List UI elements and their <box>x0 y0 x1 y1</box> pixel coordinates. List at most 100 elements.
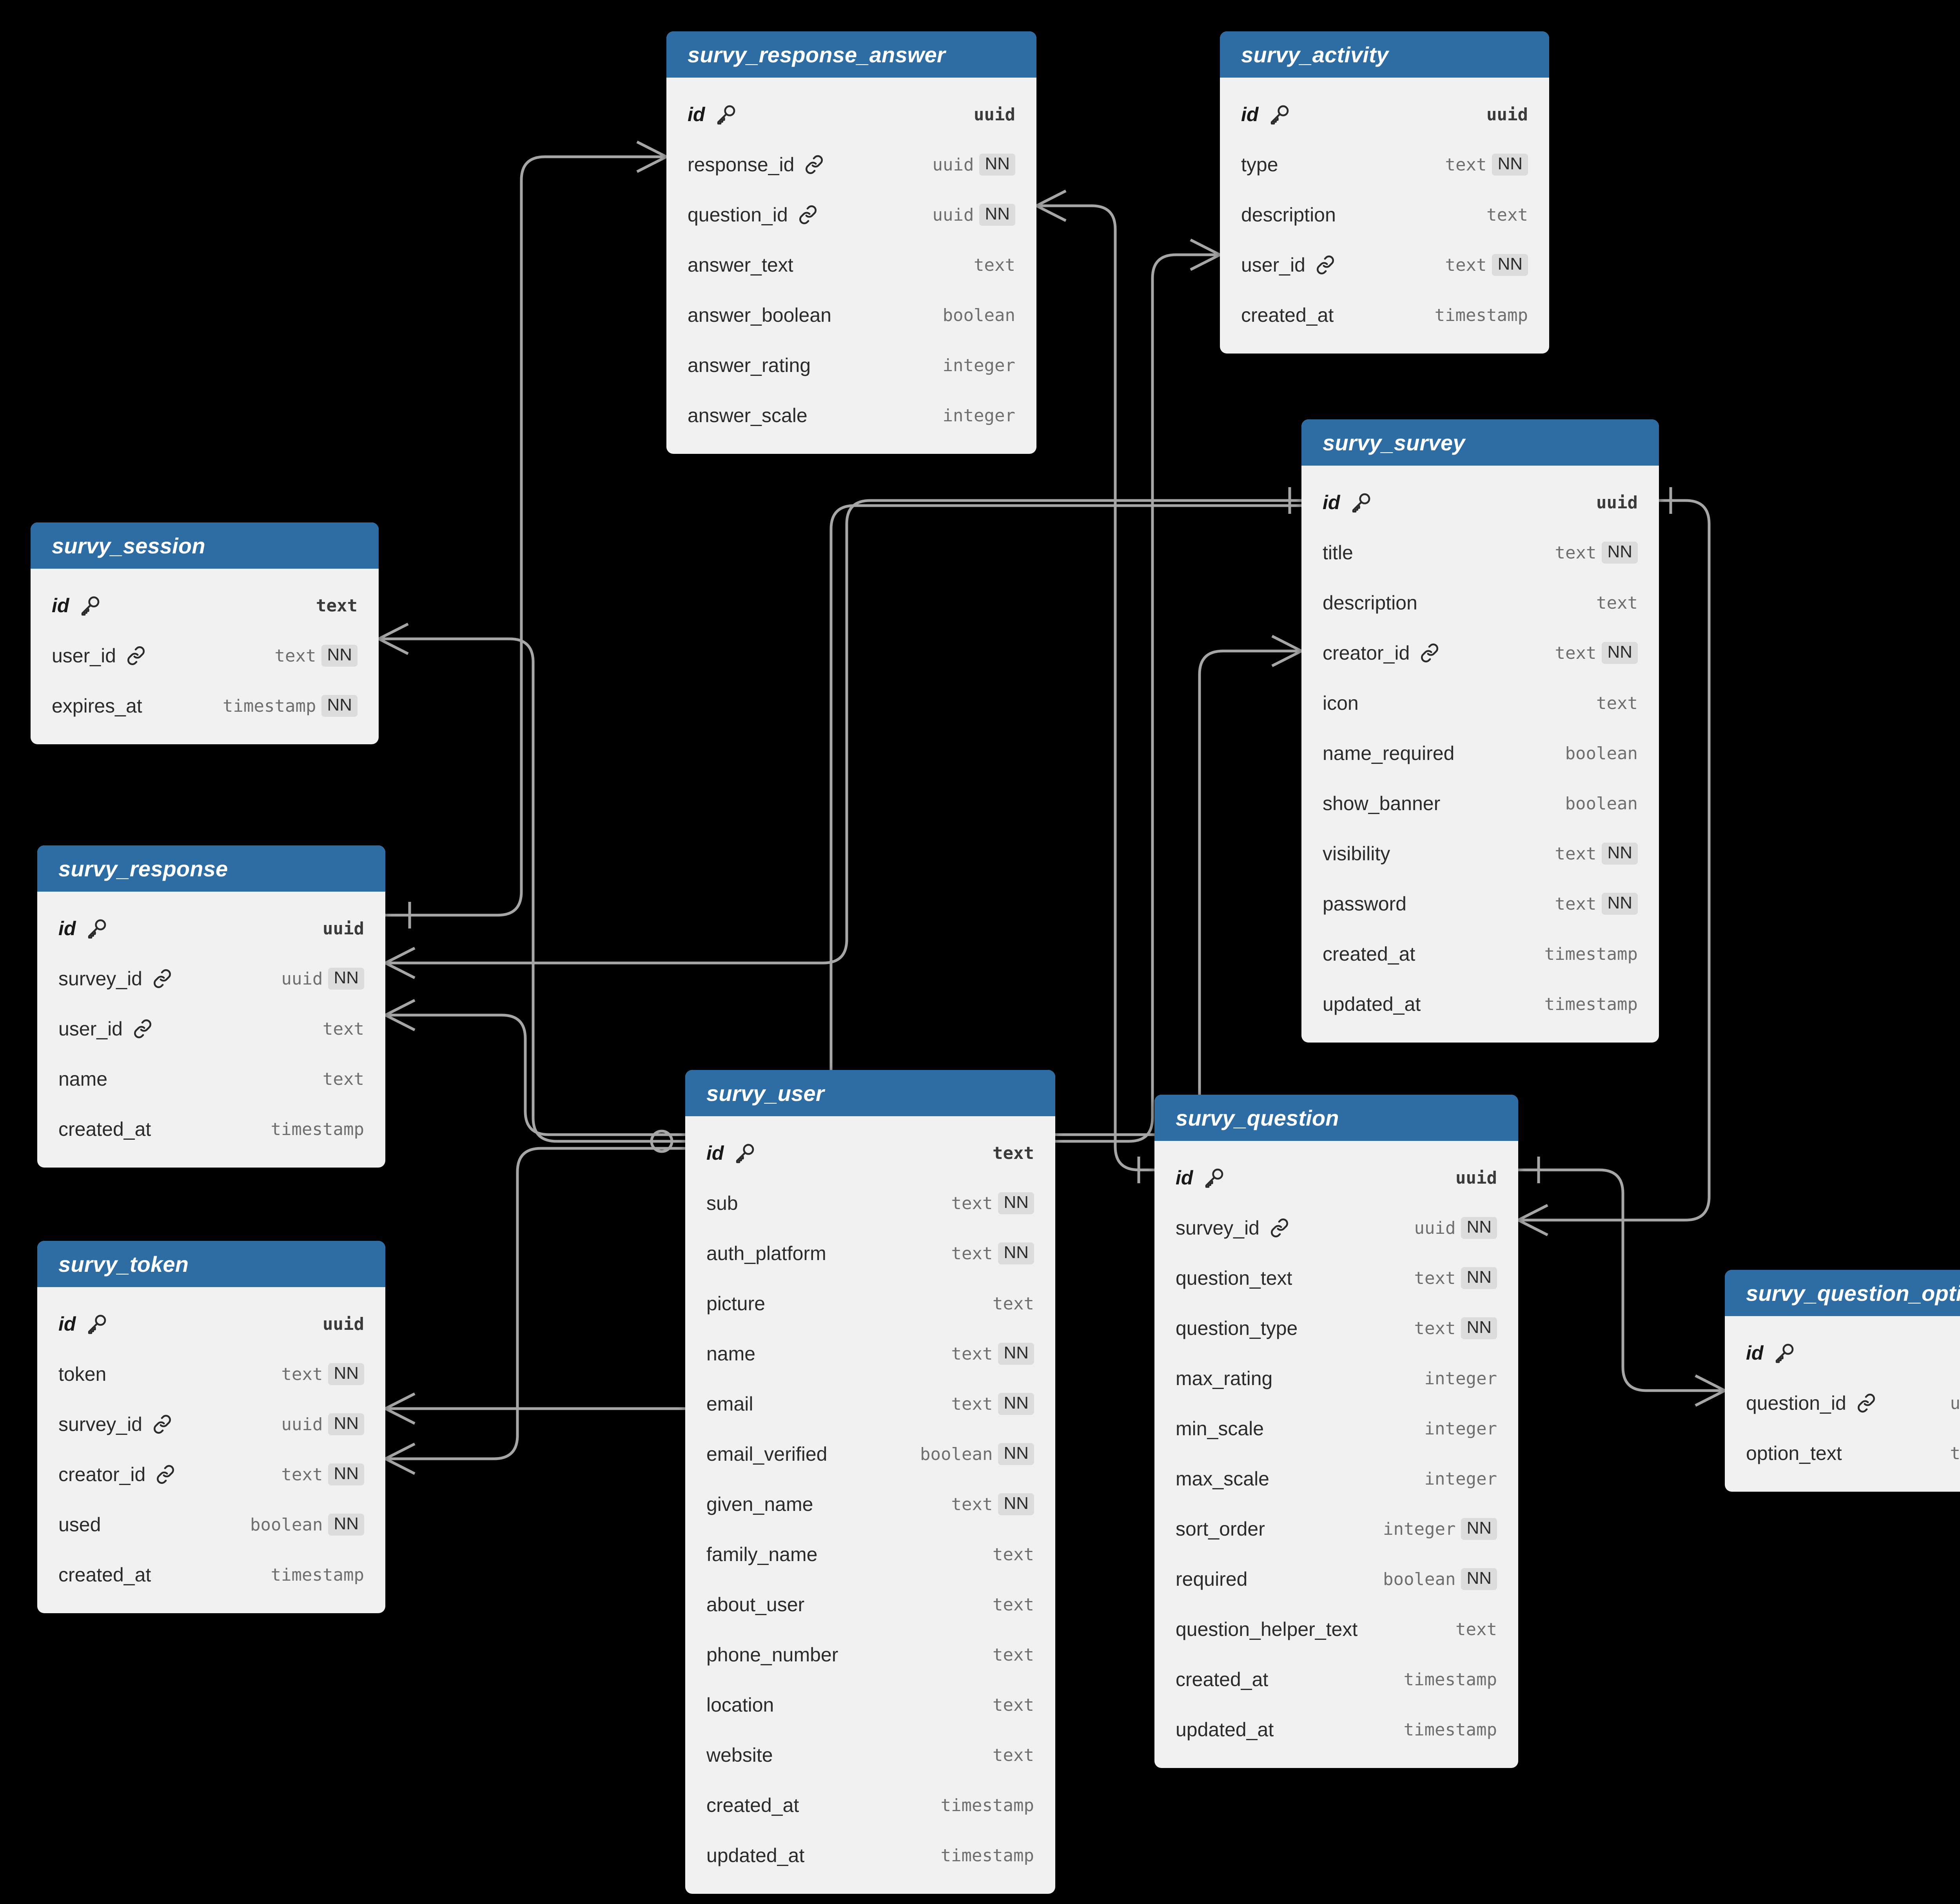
table-card-survy_question_option[interactable]: survy_question_optioniduuidquestion_iduu… <box>1725 1270 1960 1492</box>
column-row[interactable]: creator_idtextNN <box>1301 628 1659 678</box>
table-card-survy_question[interactable]: survy_questioniduuidsurvey_iduuidNNquest… <box>1154 1095 1518 1768</box>
column-meta: textNN <box>951 1242 1034 1264</box>
column-row[interactable]: updated_attimestamp <box>1301 979 1659 1029</box>
column-row[interactable]: user_idtext <box>37 1004 385 1054</box>
column-row[interactable]: iduuid <box>37 1299 385 1349</box>
table-header-survy_activity[interactable]: survy_activity <box>1220 31 1549 78</box>
column-row[interactable]: created_attimestamp <box>37 1104 385 1154</box>
column-row[interactable]: user_idtextNN <box>1220 240 1549 290</box>
column-row[interactable]: idtext <box>31 580 379 631</box>
table-header-survy_response_answer[interactable]: survy_response_answer <box>666 31 1036 78</box>
column-name-group: created_at <box>58 1118 271 1141</box>
table-header-survy_question[interactable]: survy_question <box>1154 1095 1518 1141</box>
column-row[interactable]: tokentextNN <box>37 1349 385 1399</box>
column-row[interactable]: iduuid <box>37 903 385 954</box>
column-row[interactable]: created_attimestamp <box>1154 1654 1518 1705</box>
table-header-survy_response[interactable]: survy_response <box>37 845 385 892</box>
column-meta: textNN <box>951 1493 1034 1515</box>
column-row[interactable]: updated_attimestamp <box>685 1830 1055 1880</box>
column-row[interactable]: iduuid <box>1301 477 1659 528</box>
table-card-survy_response[interactable]: survy_responseiduuidsurvey_iduuidNNuser_… <box>37 845 385 1168</box>
column-row[interactable]: question_typetextNN <box>1154 1303 1518 1353</box>
column-name-group: created_at <box>706 1794 941 1817</box>
column-row[interactable]: passwordtextNN <box>1301 879 1659 929</box>
column-row[interactable]: nametextNN <box>685 1329 1055 1379</box>
column-row[interactable]: created_attimestamp <box>37 1550 385 1600</box>
column-row[interactable]: creator_idtextNN <box>37 1449 385 1500</box>
column-row[interactable]: iduuid <box>1154 1153 1518 1203</box>
column-type: text <box>951 1193 993 1213</box>
column-row[interactable]: family_nametext <box>685 1529 1055 1579</box>
column-row[interactable]: answer_scaleinteger <box>666 390 1036 441</box>
column-row[interactable]: created_attimestamp <box>685 1780 1055 1830</box>
table-header-survy_token[interactable]: survy_token <box>37 1241 385 1287</box>
column-row[interactable]: picturetext <box>685 1278 1055 1329</box>
table-header-survy_question_option[interactable]: survy_question_option <box>1725 1270 1960 1316</box>
table-card-survy_activity[interactable]: survy_activityiduuidtypetextNNdescriptio… <box>1220 31 1549 354</box>
column-name: survey_id <box>58 967 142 990</box>
column-row[interactable]: created_attimestamp <box>1301 929 1659 979</box>
column-row[interactable]: min_scaleinteger <box>1154 1404 1518 1454</box>
column-name: max_rating <box>1176 1367 1272 1390</box>
column-row[interactable]: phone_numbertext <box>685 1630 1055 1680</box>
column-row[interactable]: question_iduuidNN <box>666 190 1036 240</box>
column-row[interactable]: answer_texttext <box>666 240 1036 290</box>
column-row[interactable]: nametext <box>37 1054 385 1104</box>
column-row[interactable]: sort_orderintegerNN <box>1154 1504 1518 1554</box>
table-header-survy_session[interactable]: survy_session <box>31 522 379 569</box>
column-row[interactable]: response_iduuidNN <box>666 140 1036 190</box>
column-row[interactable]: iduuid <box>1725 1328 1960 1378</box>
column-meta: booleanNN <box>250 1514 364 1536</box>
column-name: website <box>706 1744 773 1766</box>
column-row[interactable]: about_usertext <box>685 1579 1055 1630</box>
column-name: id <box>1176 1166 1193 1189</box>
table-card-survy_token[interactable]: survy_tokeniduuidtokentextNNsurvey_iduui… <box>37 1241 385 1613</box>
column-row[interactable]: question_helper_texttext <box>1154 1604 1518 1654</box>
column-row[interactable]: updated_attimestamp <box>1154 1705 1518 1755</box>
column-row[interactable]: descriptiontext <box>1301 578 1659 628</box>
table-columns: iduuidtitletextNNdescriptiontextcreator_… <box>1301 466 1659 1043</box>
column-row[interactable]: survey_iduuidNN <box>37 954 385 1004</box>
column-row[interactable]: question_iduuidNN <box>1725 1378 1960 1428</box>
column-row[interactable]: email_verifiedbooleanNN <box>685 1429 1055 1479</box>
column-row[interactable]: max_ratinginteger <box>1154 1353 1518 1404</box>
column-row[interactable]: question_texttextNN <box>1154 1253 1518 1303</box>
column-row[interactable]: subtextNN <box>685 1178 1055 1228</box>
table-card-survy_survey[interactable]: survy_surveyiduuidtitletextNNdescription… <box>1301 419 1659 1043</box>
column-name-group: question_id <box>688 203 932 226</box>
column-row[interactable]: locationtext <box>685 1680 1055 1730</box>
column-row[interactable]: websitetext <box>685 1730 1055 1780</box>
column-row[interactable]: show_bannerboolean <box>1301 778 1659 829</box>
table-header-survy_survey[interactable]: survy_survey <box>1301 419 1659 466</box>
column-row[interactable]: titletextNN <box>1301 528 1659 578</box>
column-row[interactable]: name_requiredboolean <box>1301 728 1659 778</box>
column-row[interactable]: given_nametextNN <box>685 1479 1055 1529</box>
foreign-key-link-icon <box>156 1465 199 1484</box>
column-row[interactable]: survey_iduuidNN <box>1154 1203 1518 1253</box>
column-row[interactable]: auth_platformtextNN <box>685 1228 1055 1278</box>
column-row[interactable]: visibilitytextNN <box>1301 829 1659 879</box>
column-row[interactable]: survey_iduuidNN <box>37 1399 385 1449</box>
column-row[interactable]: user_idtextNN <box>31 631 379 681</box>
column-row[interactable]: created_attimestamp <box>1220 290 1549 340</box>
column-row[interactable]: option_texttextNN <box>1725 1428 1960 1478</box>
table-card-survy_session[interactable]: survy_sessionidtextuser_idtextNNexpires_… <box>31 522 379 744</box>
column-row[interactable]: max_scaleinteger <box>1154 1454 1518 1504</box>
table-header-survy_user[interactable]: survy_user <box>685 1070 1055 1116</box>
column-row[interactable]: answer_ratinginteger <box>666 340 1036 390</box>
column-row[interactable]: iduuid <box>1220 89 1549 140</box>
column-row[interactable]: idtext <box>685 1128 1055 1178</box>
table-card-survy_user[interactable]: survy_useridtextsubtextNNauth_platformte… <box>685 1070 1055 1894</box>
column-row[interactable]: requiredbooleanNN <box>1154 1554 1518 1604</box>
column-row[interactable]: typetextNN <box>1220 140 1549 190</box>
column-row[interactable]: expires_attimestampNN <box>31 681 379 731</box>
column-row[interactable]: icontext <box>1301 678 1659 728</box>
column-row[interactable]: usedbooleanNN <box>37 1500 385 1550</box>
column-row[interactable]: iduuid <box>666 89 1036 140</box>
column-row[interactable]: descriptiontext <box>1220 190 1549 240</box>
column-meta: boolean <box>1565 794 1638 814</box>
column-row[interactable]: emailtextNN <box>685 1379 1055 1429</box>
column-row[interactable]: answer_booleanboolean <box>666 290 1036 340</box>
table-card-survy_response_answer[interactable]: survy_response_answeriduuidresponse_iduu… <box>666 31 1036 454</box>
